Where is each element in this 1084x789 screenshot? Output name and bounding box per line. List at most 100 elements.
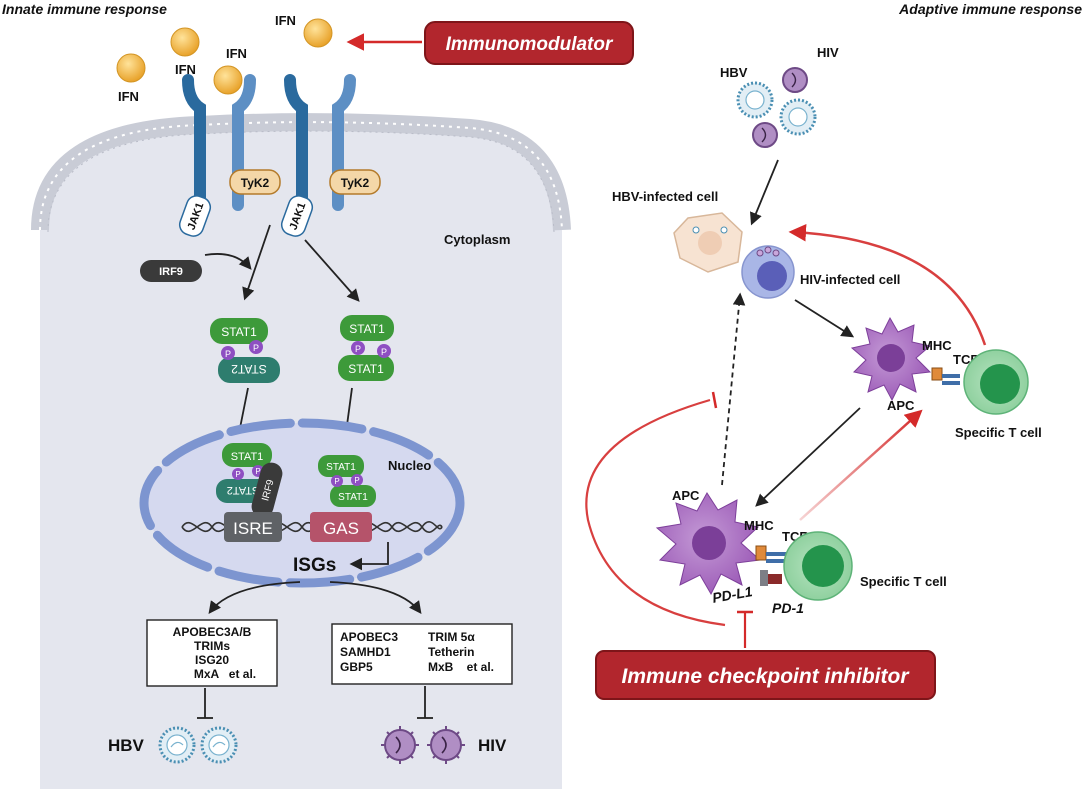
stat1-protein [222, 443, 272, 467]
stat1-protein [340, 315, 394, 341]
tcell-activation-arrow [799, 409, 923, 521]
tyk2-label: TyK2 [241, 176, 270, 190]
tyk2-left [229, 169, 281, 195]
mhc-tcr-synapse [931, 367, 960, 385]
isg-split-arrow [208, 581, 301, 615]
isre-label: ISRE [233, 519, 273, 538]
isg-box-hiv: APOBEC3 SAMHD1 GBP5 TRIM 5α Tetherin MxB… [331, 623, 513, 685]
inhibit-hiv [417, 686, 433, 719]
stat1-protein [338, 355, 394, 381]
svg-text:P: P [253, 343, 259, 353]
isg-item: GBP5 [340, 660, 373, 674]
svg-text:STAT2: STAT2 [231, 362, 267, 376]
hiv-label: HIV [478, 736, 507, 755]
svg-text:P: P [334, 477, 339, 486]
hbv-virion-icon [200, 726, 238, 764]
apc-to-apc-arrow [755, 407, 861, 507]
isg-item: Tetherin [428, 645, 474, 659]
isgs-label: ISGs [293, 555, 336, 576]
pdl1-pd1-pair [760, 570, 782, 586]
phospho-p [351, 474, 363, 486]
isg-item: TRIMs [194, 639, 230, 653]
svg-text:STAT1: STAT1 [349, 322, 385, 336]
svg-text:P: P [225, 349, 231, 359]
stat1-stat2-dimer: STAT1 STAT2 P P [210, 318, 280, 383]
ifn-molecule [303, 18, 333, 48]
ifn-molecule [116, 53, 146, 83]
ifn-label: IFN [175, 62, 196, 77]
stat2-protein [218, 357, 280, 383]
apc-label: APC [672, 488, 700, 503]
svg-text:STAT2: STAT2 [227, 484, 260, 496]
antigen-arrow [794, 299, 855, 338]
checkpoint-inhibitor-label: Immune checkpoint inhibitor [621, 665, 910, 688]
svg-text:P: P [235, 470, 240, 479]
mhc-label: MHC [922, 338, 952, 353]
svg-text:P: P [354, 476, 359, 485]
stat1-homodimer: STAT1 STAT1 P P [338, 315, 394, 381]
isg-item: APOBEC3 [340, 630, 398, 644]
stat1-protein [210, 318, 268, 344]
nuclear-envelope [139, 418, 465, 588]
svg-text:STAT1: STAT1 [231, 451, 264, 463]
adaptive-header: Adaptive immune response [898, 1, 1082, 17]
t-cell-upper [963, 349, 1029, 415]
hiv-virion-icon [752, 122, 778, 148]
isg-item: ISG20 [195, 653, 229, 667]
phospho-p [249, 340, 263, 354]
inhibit-hbv [197, 688, 213, 719]
hbv-label: HBV [108, 736, 145, 755]
hiv-infected-label: HIV-infected cell [800, 272, 900, 287]
hiv-infected-cell [741, 245, 795, 299]
isg-item: TRIM 5α [428, 630, 475, 644]
isgf3-complex: STAT1 STAT2 P P IRF9 [216, 443, 283, 518]
hiv-virion-icon [427, 726, 465, 764]
pd1-label: PD-1 [772, 600, 804, 616]
tyk2-right [329, 169, 381, 195]
ifn-molecule [213, 65, 243, 95]
innate-header: Innate immune response [2, 1, 167, 17]
dashed-recognition-arrow [721, 292, 746, 486]
cell-membrane [31, 113, 571, 231]
phospho-p [351, 341, 365, 355]
svg-text:STAT1: STAT1 [338, 492, 368, 503]
isg-item: MxB et al. [428, 660, 494, 674]
stat1-protein [318, 455, 364, 477]
signal-arrow [242, 224, 271, 301]
hiv-virion-icon [782, 67, 808, 93]
phospho-p [232, 468, 244, 480]
checkpoint-inhibition-curve [585, 398, 726, 627]
jak1-left [178, 195, 212, 237]
hbv-infected-label: HBV-infected cell [612, 189, 718, 204]
isg-item: SAMHD1 [340, 645, 391, 659]
irf9-label: IRF9 [159, 266, 183, 278]
svg-text:STAT1: STAT1 [326, 462, 356, 473]
svg-text:STAT1: STAT1 [221, 325, 257, 339]
ifn-molecule [170, 27, 200, 57]
hiv-virion-icon [381, 726, 419, 764]
immunomodulator-box [424, 21, 634, 65]
tcell-kill-arrow [788, 223, 987, 346]
isg-box-hbv: APOBEC3A/B TRIMs ISG20 MxA et al. [146, 619, 278, 687]
apc-label: APC [887, 398, 915, 413]
stat1-protein [330, 485, 376, 507]
irf9-arrow [204, 253, 252, 270]
isre-element [224, 512, 282, 542]
hbv-virion-icon [779, 98, 817, 136]
gas-element [310, 512, 372, 542]
isgs-arrow [349, 542, 389, 571]
t-cell-label: Specific T cell [860, 574, 947, 589]
checkpoint-inhibitor-box [595, 650, 936, 700]
pdl1-label: PD-L1 [711, 583, 754, 606]
isg-split-arrow [329, 581, 422, 615]
ifn-label: IFN [118, 89, 139, 104]
svg-text:STAT1: STAT1 [348, 362, 384, 376]
signal-arrow [304, 239, 360, 302]
phospho-p [377, 344, 391, 358]
gaf-complex: STAT1 STAT1 P P [318, 455, 376, 507]
ifn-ligands: IFN IFN IFN IFN [116, 13, 333, 104]
svg-text:P: P [255, 467, 260, 476]
infection-arrow [750, 159, 779, 226]
svg-text:P: P [381, 347, 387, 357]
